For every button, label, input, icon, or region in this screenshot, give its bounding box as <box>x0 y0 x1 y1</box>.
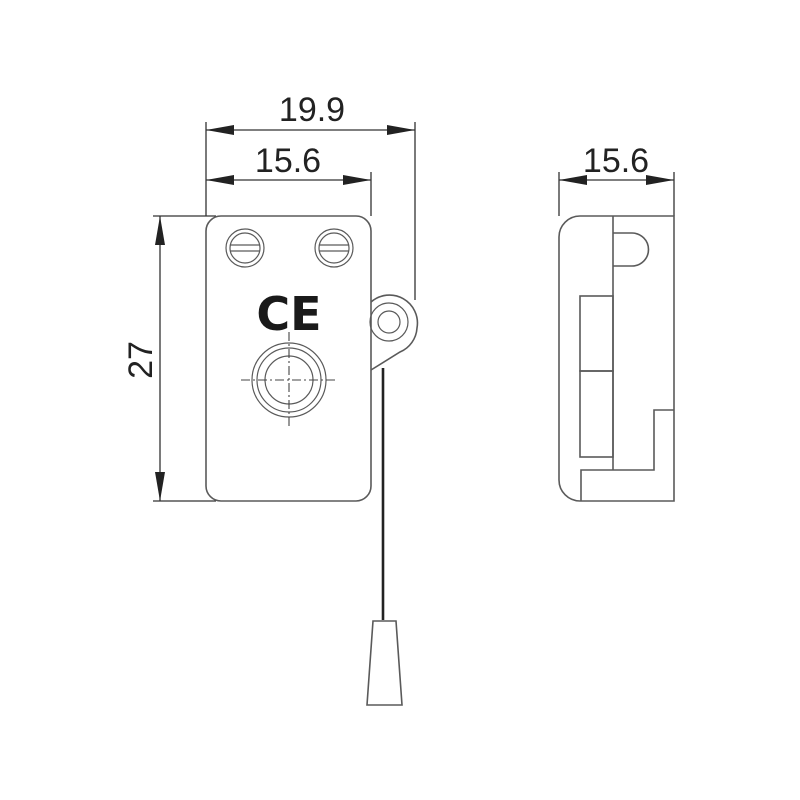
arrow-left-icon <box>206 125 234 135</box>
arrow-right-icon <box>343 175 371 185</box>
center-hole <box>241 332 337 428</box>
dimension-label-body-width: 15.6 <box>255 142 321 180</box>
arrow-right-icon <box>387 125 415 135</box>
dimension-depth: 15.6 <box>558 142 675 216</box>
arrow-up-icon <box>155 216 165 245</box>
base-step <box>580 409 674 501</box>
cord-pull-handle <box>366 620 403 706</box>
inner-block-upper <box>579 295 614 372</box>
dimension-height: 27 <box>122 215 216 502</box>
arrow-right-icon <box>646 175 674 185</box>
eye-profile <box>613 232 650 267</box>
side-body <box>558 215 675 502</box>
cord-eye <box>369 294 419 371</box>
screw-right-icon <box>314 228 354 268</box>
inner-block-lower <box>579 370 614 458</box>
arrow-down-icon <box>155 472 165 501</box>
dimension-label-depth: 15.6 <box>583 142 649 180</box>
dimension-label-overall-width: 19.9 <box>279 91 345 129</box>
switch-body <box>205 215 372 502</box>
dimension-overall-width: 19.9 <box>205 91 416 300</box>
arrow-left-icon <box>559 175 587 185</box>
side-view: 15.6 <box>558 142 675 502</box>
screw-left-icon <box>225 228 265 268</box>
dimension-body-width: 15.6 <box>206 142 372 216</box>
dimension-label-height: 27 <box>122 341 160 379</box>
front-view: 19.9 15.6 27 <box>122 91 419 706</box>
arrow-left-icon <box>206 175 234 185</box>
